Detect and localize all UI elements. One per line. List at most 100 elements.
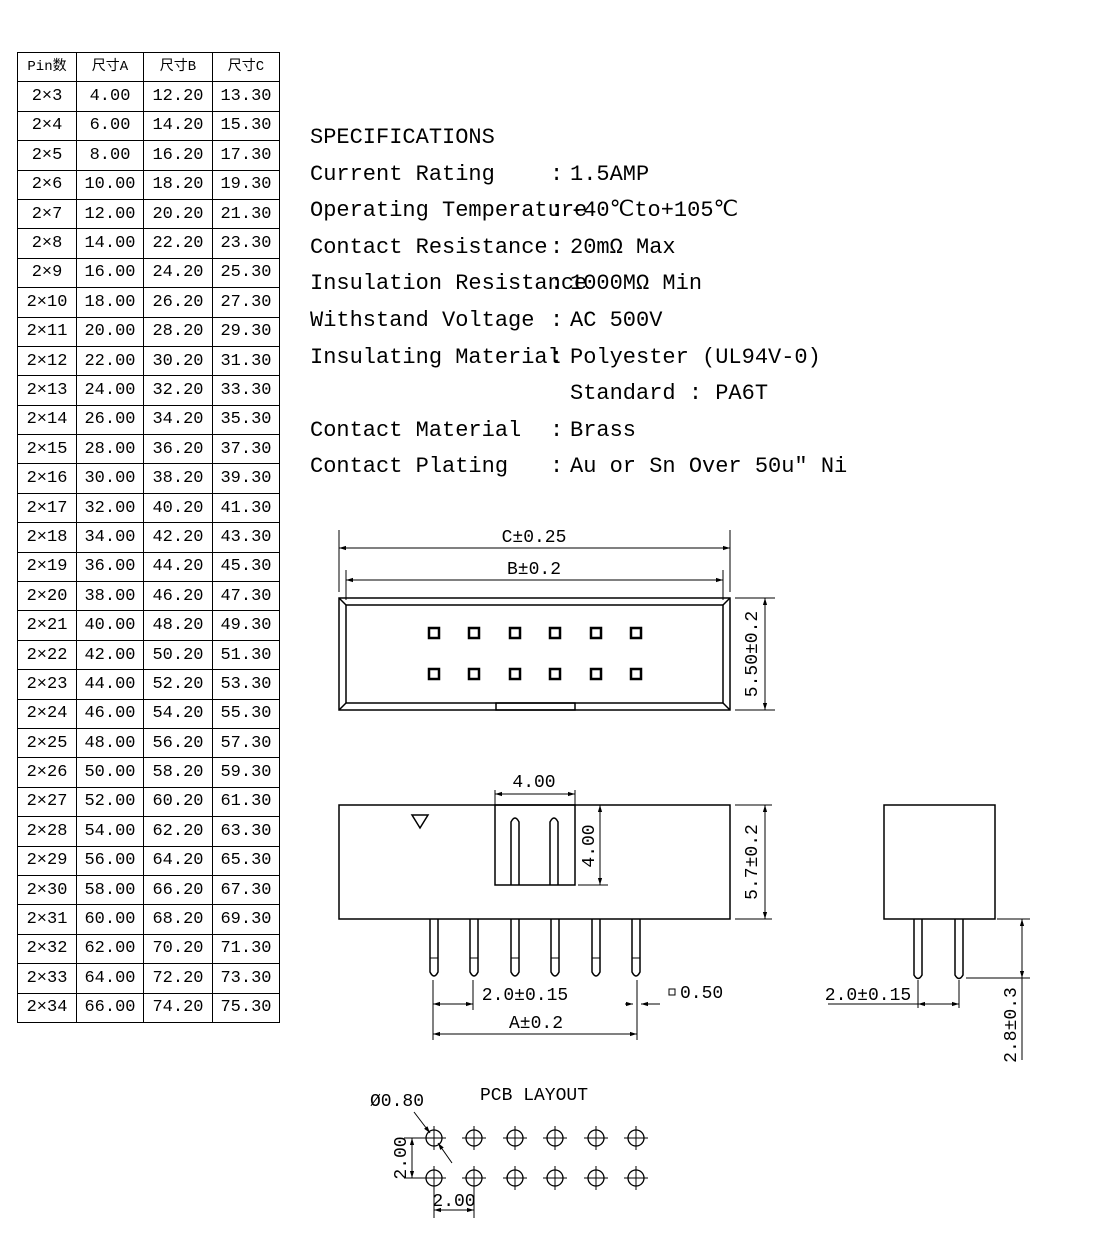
spec-row: Contact Material:Brass <box>310 413 847 450</box>
dimension-pitch-side-label: 2.0±0.15 <box>825 986 911 1006</box>
pin-leg <box>591 919 601 977</box>
table-cell: 2×10 <box>17 287 77 318</box>
pin-leg <box>550 919 560 977</box>
dimension-pin-length-label: 2.8±0.3 <box>1002 987 1022 1063</box>
table-cell: 2×21 <box>17 610 77 641</box>
spec-row: Current Rating:1.5AMP <box>310 157 847 194</box>
table-cell: 14.00 <box>76 228 144 259</box>
table-cell: 70.20 <box>143 933 213 965</box>
pin-square <box>589 626 603 640</box>
table-cell: 28.20 <box>143 316 213 347</box>
dimension-pitch-front-label: 2.0±0.15 <box>482 986 568 1006</box>
table-cell: 50.00 <box>76 757 144 788</box>
table-cell: 56.00 <box>76 845 144 876</box>
table-cell: 25.30 <box>212 257 280 289</box>
table-cell: 2×26 <box>17 757 77 788</box>
table-cell: 66.00 <box>76 992 144 1023</box>
table-cell: 52.20 <box>143 669 213 700</box>
table-cell: 15.30 <box>212 110 280 142</box>
header-size-c: 尺寸C <box>212 51 280 83</box>
table-cell: 24.00 <box>76 375 144 406</box>
table-cell: 64.00 <box>76 963 144 994</box>
table-cell: 71.30 <box>212 933 280 965</box>
table-cell: 12.20 <box>143 81 213 112</box>
pin-square <box>467 667 481 681</box>
table-cell: 2×19 <box>17 551 77 583</box>
spec-colon: : <box>550 307 564 333</box>
table-cell: 69.30 <box>212 904 280 935</box>
specifications-title: SPECIFICATIONS <box>310 125 495 150</box>
table-cell: 2×14 <box>17 404 77 436</box>
table-cell: 49.30 <box>212 610 280 641</box>
spec-colon: : <box>550 198 564 224</box>
table-cell: 54.00 <box>76 816 144 847</box>
table-cell: 72.20 <box>143 963 213 994</box>
table-cell: 65.30 <box>212 845 280 876</box>
pcb-pitch-v-label: 2.00 <box>392 1136 412 1179</box>
pin-square <box>548 667 562 681</box>
dimension-body-height-label: 5.7±0.2 <box>743 824 763 900</box>
top-view-inner-wall <box>345 604 724 704</box>
front-view-body <box>338 804 731 920</box>
pin1-triangle-icon <box>410 814 430 830</box>
table-cell: 13.30 <box>212 81 280 112</box>
spec-label: Contact Material <box>310 417 522 443</box>
table-cell: 19.30 <box>212 169 280 200</box>
spec-value: Polyester (UL94V-0) <box>570 344 821 370</box>
top-view-body <box>338 597 731 711</box>
pcb-hole-label: Ø0.80 <box>370 1092 424 1112</box>
table-cell: 26.00 <box>76 404 144 436</box>
table-cell: 18.00 <box>76 287 144 318</box>
table-cell: 2×29 <box>17 845 77 876</box>
pin-leg <box>429 919 439 977</box>
table-cell: 27.30 <box>212 287 280 318</box>
table-cell: 52.00 <box>76 786 144 818</box>
table-cell: 31.30 <box>212 345 280 377</box>
dimension-b-label: B±0.2 <box>507 560 561 580</box>
table-cell: 2×4 <box>17 110 77 142</box>
table-cell: 14.20 <box>143 110 213 142</box>
table-cell: 74.20 <box>143 992 213 1023</box>
spec-value: 1000MΩ Min <box>570 271 703 297</box>
top-view-key-slot <box>495 702 576 711</box>
table-cell: 63.30 <box>212 816 280 847</box>
spec-insulating-standard: Standard : PA6T <box>570 381 769 407</box>
spec-value: Brass <box>570 417 637 443</box>
table-cell: 48.20 <box>143 610 213 641</box>
side-view-pin <box>913 919 923 980</box>
pin-square <box>427 667 441 681</box>
table-cell: 44.00 <box>76 669 144 700</box>
table-cell: 23.30 <box>212 228 280 259</box>
table-cell: 29.30 <box>212 316 280 347</box>
table-cell: 34.20 <box>143 404 213 436</box>
pin-square <box>508 626 522 640</box>
pcb-holes <box>422 1126 648 1190</box>
table-cell: 75.30 <box>212 992 280 1023</box>
pin-square <box>629 667 643 681</box>
table-cell: 26.20 <box>143 287 213 318</box>
table-cell: 2×15 <box>17 434 77 465</box>
table-cell: 22.20 <box>143 228 213 259</box>
table-cell: 40.00 <box>76 610 144 641</box>
pin-square <box>467 626 481 640</box>
table-cell: 2×16 <box>17 463 77 494</box>
table-cell: 2×28 <box>17 816 77 847</box>
table-cell: 62.00 <box>76 933 144 965</box>
table-cell: 2×11 <box>17 316 77 347</box>
table-cell: 59.30 <box>212 757 280 788</box>
pcb-layout-title: PCB LAYOUT <box>480 1086 588 1106</box>
pcb-hole-leader <box>413 1111 431 1134</box>
